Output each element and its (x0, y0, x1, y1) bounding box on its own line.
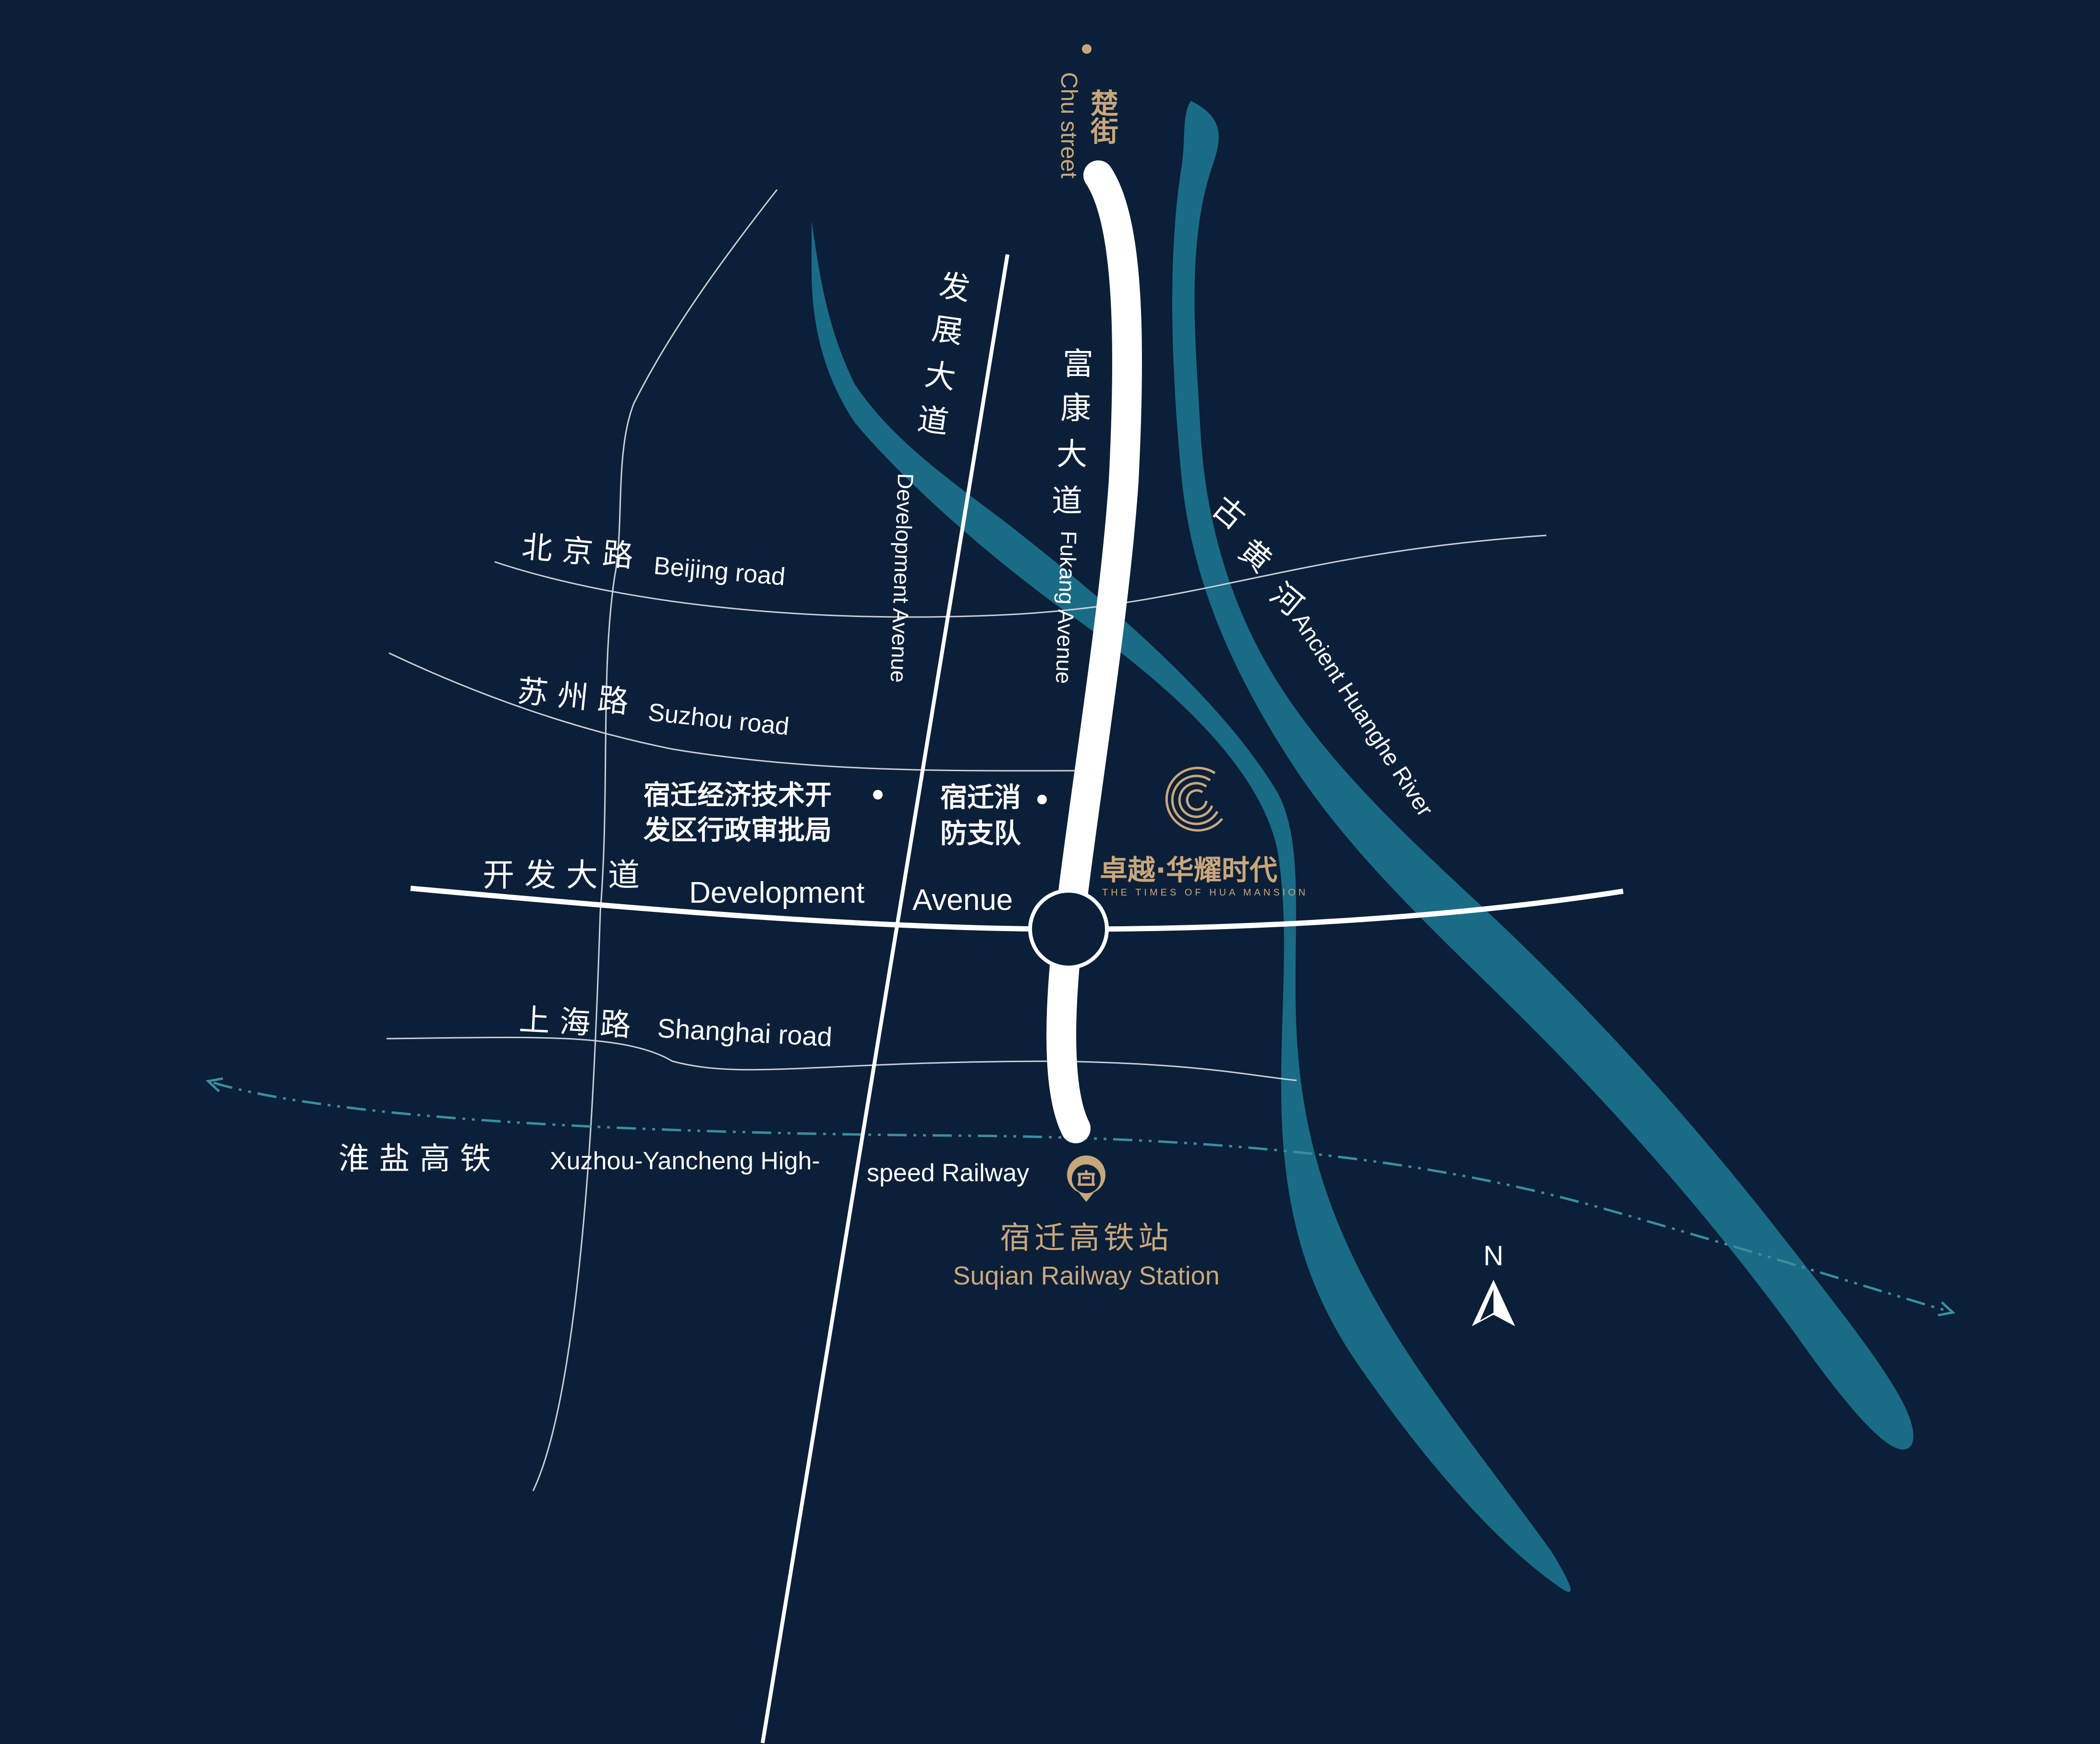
railway-station-icon (1067, 1155, 1105, 1202)
river-char-2: 黄 (1232, 533, 1278, 580)
chu-street-en: Chu street (1056, 72, 1081, 178)
shanghai-road-line (386, 1036, 1297, 1081)
chu-street-cn: 楚街 (1086, 89, 1119, 145)
kaifa-avenue-en-2: Avenue (912, 884, 1013, 917)
beijing-road-en: Beijing road (653, 552, 787, 591)
kaifa-avenue-en-1: Development (689, 876, 864, 909)
fukang-char-4: 道 (1052, 484, 1082, 519)
compass-label: N (1483, 1240, 1504, 1272)
railway-name-en-1: Xuzhou-Yancheng High- (550, 1147, 820, 1175)
river-branch-east (1172, 101, 1914, 1450)
railway-line (206, 1077, 1955, 1317)
fukang-avenue-cn: 富 康 大 道 (1052, 347, 1093, 519)
shanghai-road-en: Shanghai road (656, 1013, 833, 1052)
railway-name-cn: 淮 盐 高 铁 (339, 1141, 491, 1177)
dev-ave-char-1: 发 (937, 268, 972, 307)
fukang-char-3: 大 (1056, 437, 1087, 472)
admin-bureau-landmark: 宿迁经济技术开 发区行政审批局 (643, 780, 883, 846)
station-name-cn: 宿迁高铁站 (1000, 1221, 1173, 1256)
fukang-avenue-line (1046, 160, 1142, 1143)
project-name-en: THE TIMES OF HUA MANSION (1102, 887, 1308, 898)
fire-brigade-line1: 宿迁消 (940, 782, 1021, 813)
project-name-cn: 卓越·华耀时代 (1100, 854, 1277, 886)
fire-brigade-line2: 防支队 (940, 818, 1021, 849)
fukang-avenue-en: Fukang Avenue (1051, 531, 1081, 684)
chu-street-dot (1082, 44, 1092, 54)
dev-ave-char-2: 展 (930, 311, 965, 351)
fukang-char-2: 康 (1060, 391, 1091, 426)
dev-ave-char-3: 大 (923, 357, 958, 396)
development-avenue-cn: 发 展 大 道 (915, 268, 972, 441)
beijing-road-line (494, 534, 1547, 618)
suzhou-road-en: Suzhou road (647, 698, 790, 741)
development-avenue-en: Development Avenue (886, 473, 918, 683)
station-name-en: Suqian Railway Station (953, 1261, 1219, 1290)
north-arrow-icon (1472, 1280, 1515, 1326)
main-roads (410, 160, 1624, 1744)
fire-brigade-landmark: 宿迁消 防支队 (940, 782, 1047, 849)
railway-name-en-2: speed Railway (867, 1159, 1029, 1187)
roundabout (1028, 889, 1109, 969)
shanghai-road-cn: 上 海 路 (518, 1002, 631, 1043)
spiral-logo-icon (1165, 766, 1223, 832)
dev-ave-char-4: 道 (915, 401, 951, 441)
admin-bureau-dot (873, 790, 883, 799)
suzhou-road-line (388, 652, 1076, 772)
admin-bureau-line1: 宿迁经济技术开 (643, 780, 832, 811)
beijing-road-cn: 北 京 路 (521, 529, 635, 574)
kaifa-avenue-cn: 开 发 大 道 (483, 857, 640, 894)
admin-bureau-line2: 发区行政审批局 (643, 815, 832, 846)
fukang-char-1: 富 (1063, 347, 1093, 382)
fire-brigade-dot (1037, 795, 1047, 804)
suzhou-road-cn: 苏 州 路 (515, 673, 630, 720)
development-avenue-line (761, 254, 1009, 1744)
